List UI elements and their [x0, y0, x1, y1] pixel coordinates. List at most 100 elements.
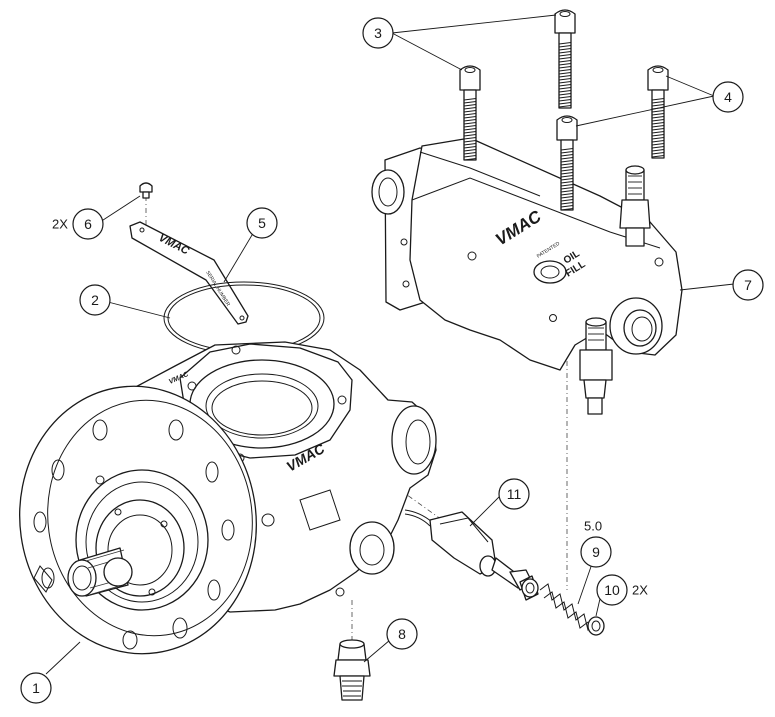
bolt-thread-line	[560, 178, 574, 181]
bolt-thread-line	[463, 104, 477, 107]
bolt-thread-line	[463, 140, 477, 143]
bolt-thread-line	[651, 119, 665, 122]
bolt-thread-line	[651, 101, 665, 104]
bolt-thread-line	[558, 84, 572, 87]
bolt-thread-line	[560, 181, 574, 184]
svg-text:9: 9	[592, 544, 600, 560]
electrical-connector	[404, 509, 533, 591]
bolt-thread-line	[651, 125, 665, 128]
bolt-thread-line	[558, 45, 572, 48]
bolt-thread-line	[651, 149, 665, 152]
svg-text:2: 2	[91, 292, 99, 308]
bolt-thread-line	[651, 155, 665, 158]
callout-4: 4	[712, 81, 744, 113]
bolt-thread-line	[651, 122, 665, 125]
bolt-thread-line	[558, 78, 572, 81]
bolt-thread-line	[558, 93, 572, 96]
bolt-thread-line	[463, 116, 477, 119]
bolt-thread-line	[463, 113, 477, 116]
svg-text:6: 6	[84, 216, 92, 232]
bolt-thread-line	[558, 96, 572, 99]
bolt-thread-line	[560, 154, 574, 157]
bolt-thread-line	[463, 152, 477, 155]
bolt-thread-line	[651, 110, 665, 113]
manifold-block: VMAC PATENTED OIL FILL	[371, 137, 683, 371]
bolt-thread-line	[463, 143, 477, 146]
bolt-thread-line	[463, 101, 477, 104]
bolt-thread-line	[558, 63, 572, 66]
callout-5: 5	[246, 207, 278, 239]
bolt-thread-line	[463, 149, 477, 152]
bolt-thread-line	[463, 146, 477, 149]
bolt-thread-line	[558, 72, 572, 75]
bolt-thread-line	[560, 190, 574, 193]
bolt-thread-line	[651, 131, 665, 134]
svg-text:10: 10	[604, 582, 620, 598]
callout-1: 1	[20, 672, 52, 704]
callout-6: 6	[72, 208, 104, 240]
bolt-thread-line	[560, 196, 574, 199]
bolt-4a	[647, 65, 669, 159]
bolt-thread-line	[463, 158, 477, 161]
bolt-thread-line	[651, 128, 665, 131]
bolt-thread-line	[558, 69, 572, 72]
bolt-thread-line	[558, 87, 572, 90]
bolt-thread-line	[463, 128, 477, 131]
bolt-thread-line	[560, 151, 574, 154]
bolt-thread-line	[560, 160, 574, 163]
spring-value-note: 5.0	[584, 519, 602, 534]
bolt-thread-line	[463, 137, 477, 140]
svg-text:11: 11	[507, 486, 522, 502]
bolt-thread-line	[651, 116, 665, 119]
bolt-thread-line	[558, 57, 572, 60]
bolt-thread-line	[560, 166, 574, 169]
clip-rings	[521, 578, 605, 636]
bolt-thread-line	[558, 60, 572, 63]
bolt-thread-line	[558, 105, 572, 108]
bolt-thread-line	[463, 125, 477, 128]
bolt-thread-line	[651, 152, 665, 155]
bolt-thread-line	[651, 140, 665, 143]
callout-2: 2	[79, 284, 111, 316]
fitting	[333, 639, 371, 701]
callout-8: 8	[386, 618, 418, 650]
svg-text:3: 3	[374, 25, 382, 41]
manifold-top-fitting	[619, 165, 651, 247]
bolt-thread-line	[560, 163, 574, 166]
bolt-thread-line	[651, 143, 665, 146]
bolt-thread-line	[651, 137, 665, 140]
bolt-thread-line	[560, 175, 574, 178]
bolt-thread-line	[651, 134, 665, 137]
bolt-thread-line	[558, 42, 572, 45]
callout-11: 11	[498, 478, 530, 510]
bolt-3a	[459, 65, 481, 161]
bolt-thread-line	[463, 131, 477, 134]
bolt-thread-line	[560, 184, 574, 187]
bolt-thread-line	[463, 155, 477, 158]
bolt-thread-line	[558, 54, 572, 57]
bolt-thread-line	[560, 148, 574, 151]
callout-3: 3	[362, 17, 394, 49]
svg-text:7: 7	[744, 277, 752, 293]
serial-plate: VMAC SERIAL NUMBER	[129, 221, 249, 325]
splined-shaft	[67, 547, 133, 597]
bolt-thread-line	[463, 98, 477, 101]
bolt-thread-line	[560, 169, 574, 172]
svg-text:5: 5	[258, 215, 266, 231]
bolt-thread-line	[560, 187, 574, 190]
qty-note-part-6: 2X	[52, 217, 68, 232]
bolt-thread-line	[558, 51, 572, 54]
bolt-thread-line	[560, 205, 574, 208]
bolt-thread-line	[560, 202, 574, 205]
bolt-thread-line	[463, 122, 477, 125]
bolt-thread-line	[651, 146, 665, 149]
qty-note-part-10: 2X	[632, 583, 648, 598]
small-screw	[139, 182, 153, 199]
bolt-thread-line	[560, 199, 574, 202]
svg-text:8: 8	[398, 626, 406, 642]
callout-9: 9	[580, 536, 612, 568]
callout-7: 7	[732, 269, 764, 301]
bolt-3b	[554, 9, 576, 109]
bolt-4b	[556, 115, 578, 211]
